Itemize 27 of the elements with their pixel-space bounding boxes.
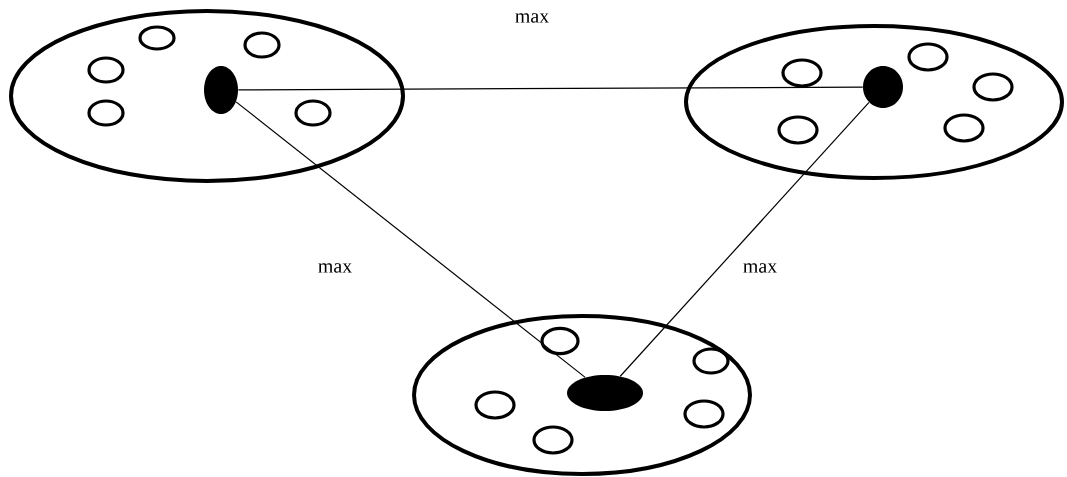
ellipse-outline <box>412 314 752 476</box>
small-ring <box>692 347 730 375</box>
hub-dot <box>567 375 643 411</box>
small-ring <box>943 113 985 143</box>
small-ring <box>777 115 819 145</box>
small-ring <box>781 58 823 88</box>
small-ring <box>474 390 516 420</box>
ellipse-outline <box>684 24 1064 180</box>
small-ring <box>138 25 176 51</box>
hub-dot <box>863 66 903 108</box>
connector-line <box>619 101 870 377</box>
small-ring <box>87 56 125 84</box>
edge-label: max <box>318 263 352 273</box>
ellipse-outline <box>9 9 405 183</box>
small-ring <box>907 42 949 72</box>
hub-dot <box>204 66 238 114</box>
small-ring <box>243 31 281 59</box>
connector-line <box>235 101 586 378</box>
small-ring <box>540 326 580 356</box>
small-ring <box>972 72 1014 102</box>
edge-label: max <box>743 263 777 273</box>
small-ring <box>532 425 574 455</box>
edge-label: max <box>515 13 549 23</box>
small-ring <box>683 399 725 429</box>
small-ring <box>87 99 125 127</box>
small-ring <box>294 99 332 127</box>
connector-line <box>237 86 864 91</box>
